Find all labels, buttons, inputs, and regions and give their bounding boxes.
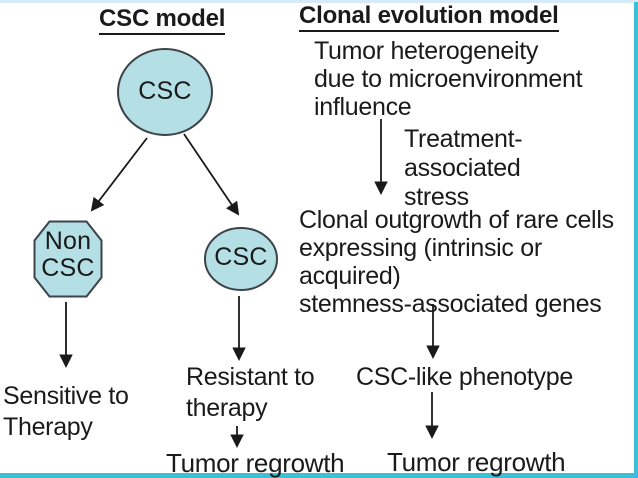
csc-root-ellipse: [117, 48, 213, 136]
right-border-strip: [634, 2, 638, 478]
tumor-heterogeneity-text: Tumor heterogeneity due to microenvironm…: [314, 37, 583, 121]
clonal-model-title: Clonal evolution model: [299, 1, 559, 32]
arrow-root-to-noncsc: [90, 137, 148, 212]
csc-child-label: CSC: [214, 243, 268, 271]
csc-like-phenotype-text: CSC-like phenotype: [356, 363, 573, 391]
tumor-regrowth-right-text: Tumor regrowth: [387, 447, 566, 477]
csc-child-circle: [204, 227, 278, 291]
non-csc-octagon: [33, 220, 103, 298]
resistant-to-therapy-text: Resistant to therapy: [186, 363, 315, 422]
non-csc-label: Non CSC: [41, 227, 95, 282]
bottom-border-strip: [0, 473, 638, 478]
top-border-strip: [0, 0, 638, 3]
clonal-model-title-text: Clonal evolution model: [299, 2, 559, 32]
arrow-root-to-csc-child: [183, 133, 240, 216]
csc-model-title: CSC model: [99, 4, 225, 35]
treatment-associated-text: Treatment-associated stress: [404, 125, 523, 211]
csc-root-label: CSC: [138, 77, 192, 105]
clonal-outgrowth-text: Clonal outgrowth of rare cells expressin…: [299, 206, 614, 318]
sensitive-to-therapy-text: Sensitive to Therapy: [3, 382, 129, 441]
tumor-regrowth-left-text: Tumor regrowth: [166, 448, 345, 478]
csc-model-title-text: CSC model: [99, 5, 225, 35]
